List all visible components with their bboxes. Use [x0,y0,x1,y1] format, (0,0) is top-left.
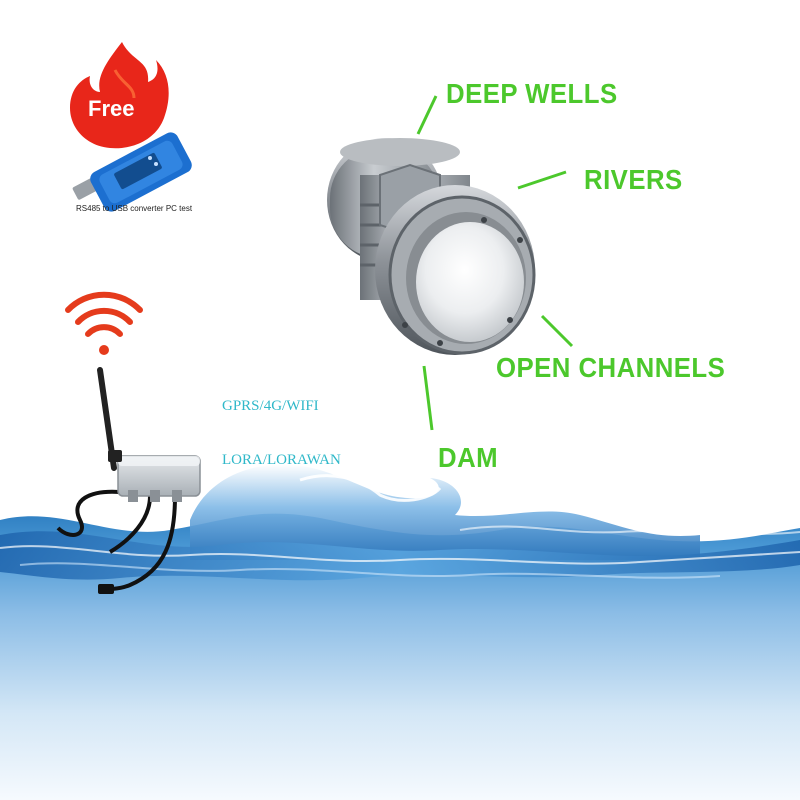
callout-deep-wells: DEEP WELLS [446,78,618,109]
callout-dam: DAM [438,442,499,473]
callout-open-channels: OPEN CHANNELS [496,352,726,383]
deep-wells-leader [416,95,438,135]
free-badge-text: Free [88,96,135,121]
connectivity-cellular-label: GPRS/4G/WIFI [222,398,319,414]
open-channels-leader [540,314,574,348]
flame-badge-icon [70,42,169,149]
converter-caption: RS485 to USB converter PC test [76,204,193,213]
connectivity-lora-label: LORA/LORAWAN [222,452,341,468]
rivers-leader [517,170,567,190]
usb-dongle-icon [72,132,192,212]
dam-leader [422,365,434,431]
callout-rivers: RIVERS [584,164,683,195]
